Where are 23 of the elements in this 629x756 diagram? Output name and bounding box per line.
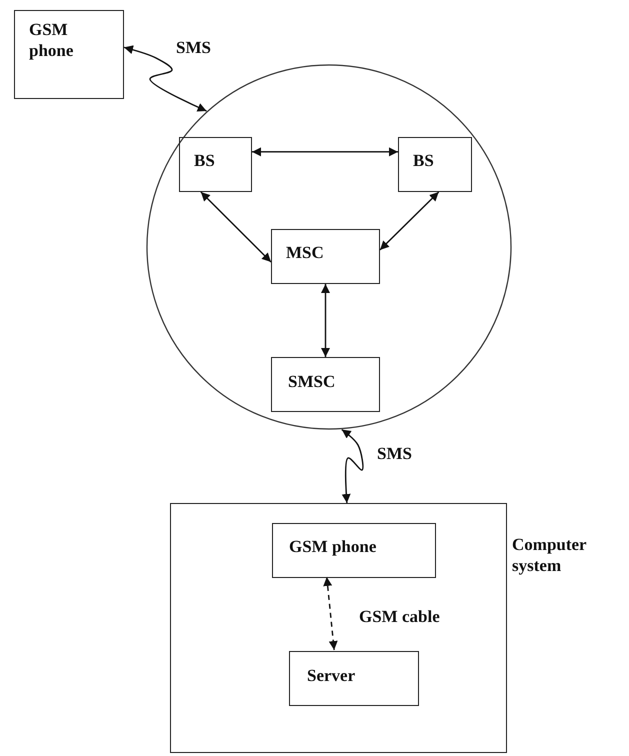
frame-heading: Computer system <box>512 534 588 576</box>
component-box <box>289 651 419 706</box>
node-label: GSM phone <box>29 19 74 62</box>
component-box <box>272 523 436 578</box>
node-label: MSC <box>286 242 324 264</box>
component-box <box>179 137 252 192</box>
component-box <box>271 229 380 284</box>
node-label: GSM phone <box>289 536 376 558</box>
arrow <box>200 192 272 262</box>
network-circle <box>146 64 512 430</box>
component-box <box>14 10 124 99</box>
component-box <box>271 357 380 412</box>
wireless-link-arrow <box>341 428 364 504</box>
component-box <box>398 137 472 192</box>
node-label: SMSC <box>288 371 336 392</box>
wireless-link-arrow <box>124 45 207 112</box>
arrow <box>380 192 440 250</box>
arrow <box>252 147 398 156</box>
node-label: BS <box>194 150 215 172</box>
arrow <box>321 284 330 357</box>
node-label: Server <box>307 665 356 686</box>
arrow <box>323 576 338 650</box>
node-label: BS <box>413 150 434 172</box>
